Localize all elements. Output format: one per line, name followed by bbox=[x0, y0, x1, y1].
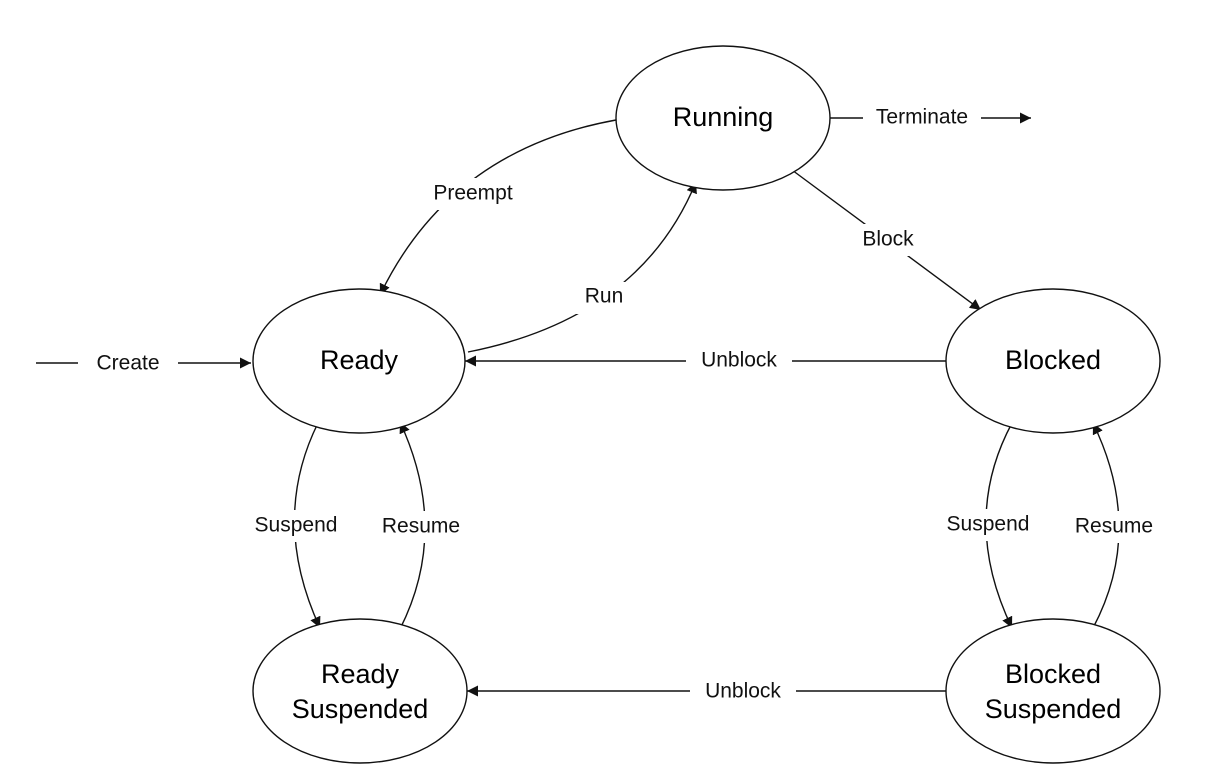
state-blocked: Blocked bbox=[945, 288, 1161, 434]
terminate-label: Terminate bbox=[863, 102, 981, 134]
edge-labels: Create Terminate Preempt Run Block Unblo… bbox=[78, 102, 1164, 708]
suspend-blocked-label-text: Suspend bbox=[947, 513, 1030, 536]
ready-suspended-node-label-line-1: Ready bbox=[321, 659, 400, 689]
unblock-suspended-label: Unblock bbox=[690, 676, 796, 708]
blocked-suspended-node-label-line-2: Suspended bbox=[985, 694, 1122, 724]
unblock-label: Unblock bbox=[686, 345, 792, 377]
run-label: Run bbox=[576, 282, 632, 314]
create-label-text: Create bbox=[96, 352, 159, 375]
unblock-suspended-label-text: Unblock bbox=[705, 680, 781, 703]
terminate-label-text: Terminate bbox=[876, 106, 968, 129]
blocked-node-shape bbox=[945, 288, 1161, 434]
ready-suspended-node-shape bbox=[252, 618, 468, 764]
state-ready-suspended: Ready Suspended bbox=[252, 618, 468, 764]
ready-node-shape bbox=[252, 288, 466, 434]
state-running: Running bbox=[615, 45, 831, 191]
run-label-text: Run bbox=[585, 285, 624, 308]
suspend-blocked-label: Suspend bbox=[936, 509, 1040, 541]
blocked-suspended-node-shape bbox=[945, 618, 1161, 764]
state-blocked-suspended: Blocked Suspended bbox=[945, 618, 1161, 764]
edges bbox=[36, 112, 1120, 697]
ready-node-label: Ready bbox=[320, 345, 399, 375]
resume-blocked-label: Resume bbox=[1064, 511, 1164, 543]
create-label: Create bbox=[78, 348, 178, 380]
ready-suspended-node-label-line-2: Suspended bbox=[292, 694, 429, 724]
blocked-suspended-node-label-line-1: Blocked bbox=[1005, 659, 1101, 689]
state-ready: Ready bbox=[252, 288, 466, 434]
blocked-node-label: Blocked bbox=[1005, 345, 1101, 375]
block-label-text: Block bbox=[862, 228, 914, 251]
resume-blocked-label-text: Resume bbox=[1075, 515, 1153, 538]
preempt-label-text: Preempt bbox=[433, 182, 513, 205]
preempt-label: Preempt bbox=[420, 178, 526, 210]
resume-ready-label-text: Resume bbox=[382, 515, 460, 538]
block-label: Block bbox=[850, 224, 926, 256]
unblock-label-text: Unblock bbox=[701, 349, 777, 372]
suspend-ready-label: Suspend bbox=[244, 510, 348, 542]
running-node-label: Running bbox=[673, 102, 774, 132]
resume-ready-label: Resume bbox=[371, 511, 471, 543]
running-node-shape bbox=[615, 45, 831, 191]
suspend-ready-label-text: Suspend bbox=[255, 514, 338, 537]
